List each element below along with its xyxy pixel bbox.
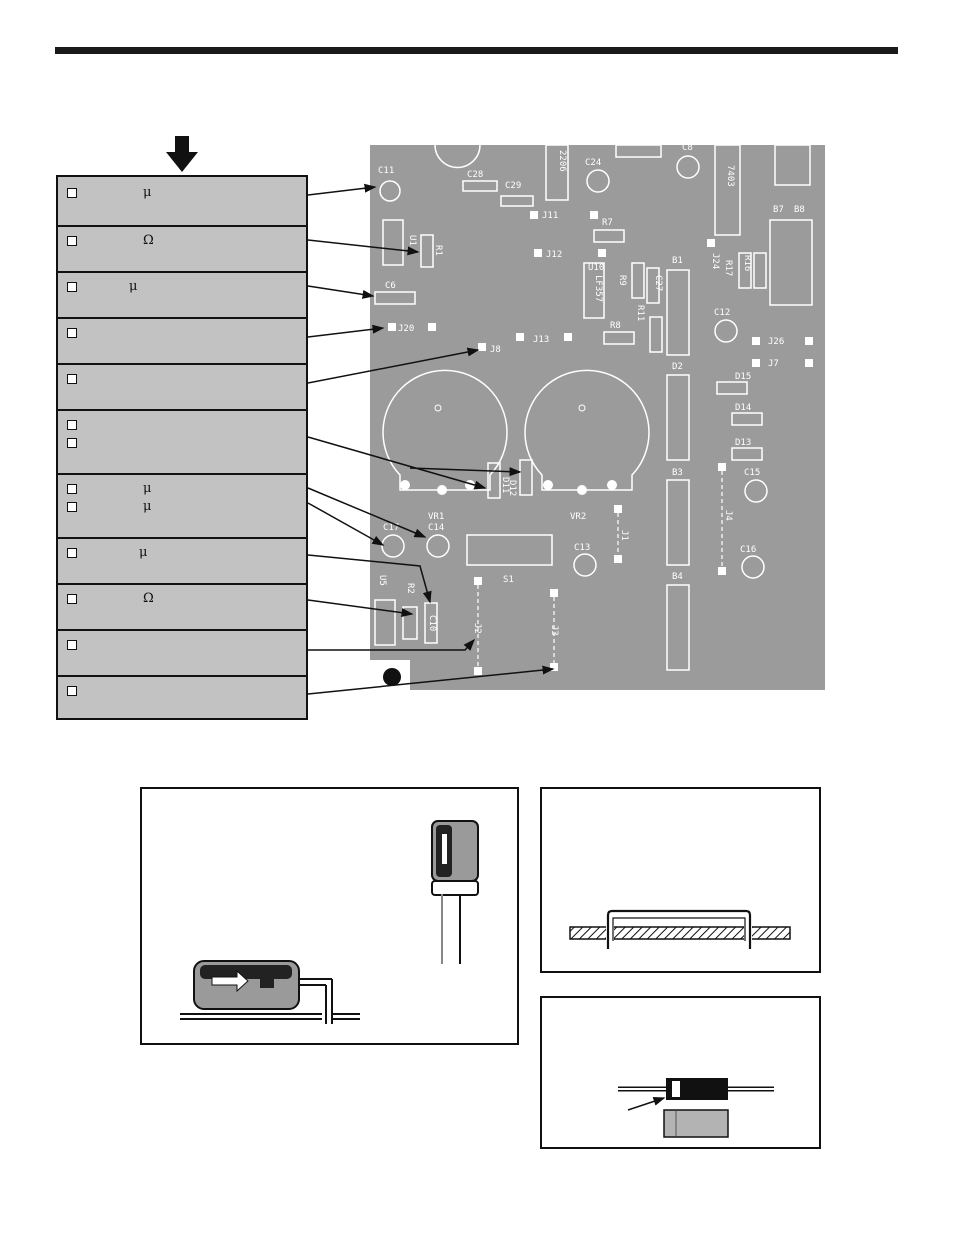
- step-c10: μ: [58, 537, 306, 583]
- electrolytic-capacitor-laydown-icon: [180, 960, 360, 1024]
- capacitor-mounting-figure: [140, 787, 519, 1045]
- pcb-label: C16: [740, 545, 756, 555]
- pcb-label: U10: [588, 263, 604, 273]
- electrolytic-capacitor-upright-icon: [431, 820, 479, 964]
- pcb-label: R2: [405, 583, 415, 594]
- pcb-label: U5: [377, 575, 387, 586]
- pcb-label: J7: [768, 359, 779, 369]
- pcb-label: C6: [385, 281, 396, 291]
- pcb-label: R1: [433, 245, 443, 256]
- pcb-label: C13: [574, 543, 590, 553]
- pcb-label: LF357: [593, 275, 603, 302]
- step-r2: Ω: [58, 583, 306, 629]
- pcb-label: B8: [794, 205, 805, 215]
- checkbox-icon[interactable]: [67, 437, 77, 448]
- pcb-label: J26: [768, 337, 784, 347]
- checkbox-icon[interactable]: [67, 547, 77, 558]
- pcb-label: J11: [542, 211, 558, 221]
- pcb-label: J3: [549, 625, 559, 636]
- pcb-label: R11: [635, 305, 645, 321]
- pcb-label: R17: [723, 260, 733, 276]
- pcb-label: D11: [500, 477, 510, 493]
- pcb-label: D13: [735, 438, 751, 448]
- header-rule: [55, 47, 898, 54]
- checkbox-icon[interactable]: [67, 187, 77, 198]
- unit-symbol: μ: [139, 545, 148, 560]
- pcb-label: J24: [710, 253, 720, 269]
- checkbox-icon[interactable]: [67, 483, 77, 494]
- unit-symbol: μ: [143, 185, 152, 200]
- pcb-label: J2: [472, 623, 482, 634]
- checkbox-icon[interactable]: [67, 685, 77, 696]
- pcb-label: 7403: [725, 165, 735, 187]
- pcb-label: D14: [735, 403, 751, 413]
- checkbox-icon[interactable]: [67, 593, 77, 604]
- step-c11: μ: [58, 177, 306, 225]
- pcb-label: 2206: [557, 150, 567, 172]
- step-r1: Ω: [58, 225, 306, 271]
- pcb-label: C10: [427, 615, 437, 631]
- step-c6: μ: [58, 271, 306, 317]
- pcb-label: C29: [505, 181, 521, 191]
- pcb-label: C11: [378, 166, 394, 176]
- pcb-label: J20: [398, 324, 414, 334]
- checkbox-icon[interactable]: [67, 281, 77, 292]
- checkbox-icon[interactable]: [67, 419, 77, 430]
- unit-symbol: Ω: [143, 591, 154, 606]
- step-j2: [58, 629, 306, 675]
- pcb-label: C8: [682, 145, 693, 153]
- unit-symbol: μ: [143, 499, 152, 514]
- checkbox-icon[interactable]: [67, 639, 77, 650]
- pcb-label: J8: [490, 345, 501, 355]
- checkbox-icon[interactable]: [67, 501, 77, 512]
- pcb-label: D15: [735, 372, 751, 382]
- pcb-label: C24: [585, 158, 601, 168]
- checkbox-icon[interactable]: [67, 235, 77, 246]
- unit-symbol: μ: [129, 279, 138, 294]
- checkbox-icon[interactable]: [67, 327, 77, 338]
- pcb-label: J13: [533, 335, 549, 345]
- pcb-label: C28: [467, 170, 483, 180]
- pcb-label: J12: [546, 250, 562, 260]
- pcb-label: VR2: [570, 512, 586, 522]
- checkbox-icon[interactable]: [67, 373, 77, 384]
- step-d11-d12: [58, 409, 306, 473]
- pcb-label: B7: [773, 205, 784, 215]
- pcb-label: D12: [507, 480, 517, 496]
- pcb-label: S1: [503, 575, 514, 585]
- pcb-label: U1: [407, 235, 417, 246]
- diode-icon: [618, 1078, 774, 1111]
- pcb-label: B4: [672, 572, 683, 582]
- pcb-label: B3: [672, 468, 683, 478]
- step-checklist: μ Ω μ μ μ μ Ω: [56, 175, 308, 720]
- unit-symbol: Ω: [143, 233, 154, 248]
- jumper-wire-icon: [569, 909, 791, 949]
- unit-symbol: μ: [143, 481, 152, 496]
- pcb-label: R9: [617, 275, 627, 286]
- pcb-label: C15: [744, 468, 760, 478]
- step-j8: [58, 363, 306, 409]
- pcb-label: C27: [653, 275, 663, 291]
- diode-body-icon: [663, 1109, 729, 1138]
- pcb-label: D2: [672, 362, 683, 372]
- pcb-label: R16: [742, 255, 752, 271]
- step-j3: [58, 675, 306, 718]
- pcb-label: VR1: [428, 512, 444, 522]
- pcb-label: J4: [723, 510, 733, 521]
- down-arrow-icon: [166, 136, 198, 172]
- pcb-board: C11 U1 R1 C6 J20 J8 J13 C28 C29 J11 R7 J…: [370, 145, 825, 690]
- pcb-label: R8: [610, 321, 621, 331]
- pcb-label: C17: [383, 523, 399, 533]
- pcb-label: C12: [714, 308, 730, 318]
- diode-figure: [540, 996, 821, 1149]
- jumper-mounting-figure: [540, 787, 821, 973]
- pcb-label: B1: [672, 256, 683, 266]
- pcb-label: C14: [428, 523, 444, 533]
- pcb-label: R7: [602, 218, 613, 228]
- pcb-label: J1: [619, 530, 629, 541]
- step-c17-c14: μ μ: [58, 473, 306, 537]
- step-j20: [58, 317, 306, 363]
